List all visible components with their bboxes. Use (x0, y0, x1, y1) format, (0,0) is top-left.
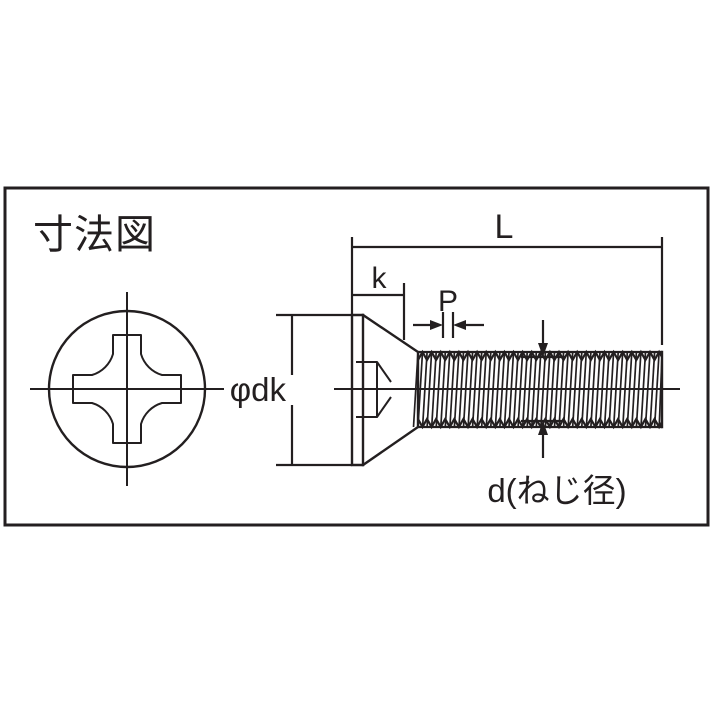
drawing-title: 寸法図 (33, 213, 156, 257)
thread-root-bottom (417, 416, 663, 430)
screw-head-circle (47, 309, 207, 469)
phillips-cross-recess (72, 334, 182, 444)
dimension-label-L: L (495, 208, 514, 246)
dimension-k (352, 283, 406, 340)
dimension-L (350, 237, 664, 345)
dimension-label-d: d(ねじ径) (487, 472, 626, 509)
dimension-label-k: k (372, 262, 388, 295)
dimension-label-P: P (438, 285, 458, 318)
thread-flank-lines (412, 351, 663, 428)
dimension-P (413, 312, 484, 338)
front-view-centerlines (30, 292, 224, 486)
screw-side-view (334, 313, 680, 467)
dimension-label-phi-dk: φdk (230, 371, 287, 408)
dimension-phi-dk (276, 313, 352, 467)
dimension-d (521, 320, 565, 458)
